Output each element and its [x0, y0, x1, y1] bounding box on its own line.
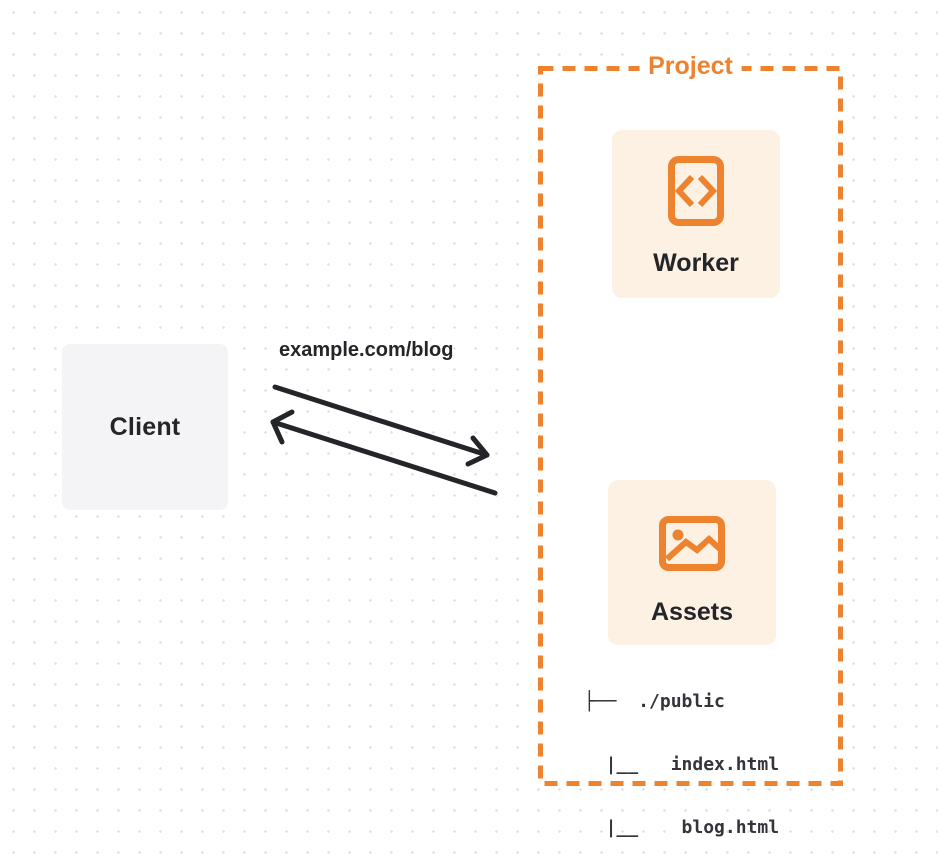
client-label: Client: [109, 413, 181, 441]
worker-box: Worker: [612, 130, 780, 298]
request-arrow-line: [272, 384, 490, 458]
response-arrow-line: [270, 419, 498, 496]
assets-label: Assets: [651, 598, 733, 626]
image-icon: [659, 516, 725, 571]
code-file-icon: [668, 156, 724, 226]
tree-line-blog: |__ blog.html: [584, 817, 780, 838]
request-arrowhead-icon: [465, 435, 490, 467]
tree-line-index: |__ index.html: [584, 754, 780, 775]
client-box: Client: [62, 344, 228, 510]
project-label: Project: [639, 51, 742, 81]
worker-label: Worker: [653, 249, 739, 277]
assets-file-tree: ├── ./public |__ index.html |__ blog.htm…: [584, 649, 779, 860]
request-response-arrows: [270, 384, 498, 496]
assets-box: Assets: [608, 480, 776, 645]
request-url-label: example.com/blog: [279, 339, 454, 361]
project-container: Project Worker Assets ├── ./public |__ i…: [538, 51, 843, 838]
project-dashed-border: [538, 66, 843, 786]
response-arrowhead-icon: [270, 409, 295, 445]
tree-line-public: ├── ./public: [584, 691, 725, 712]
